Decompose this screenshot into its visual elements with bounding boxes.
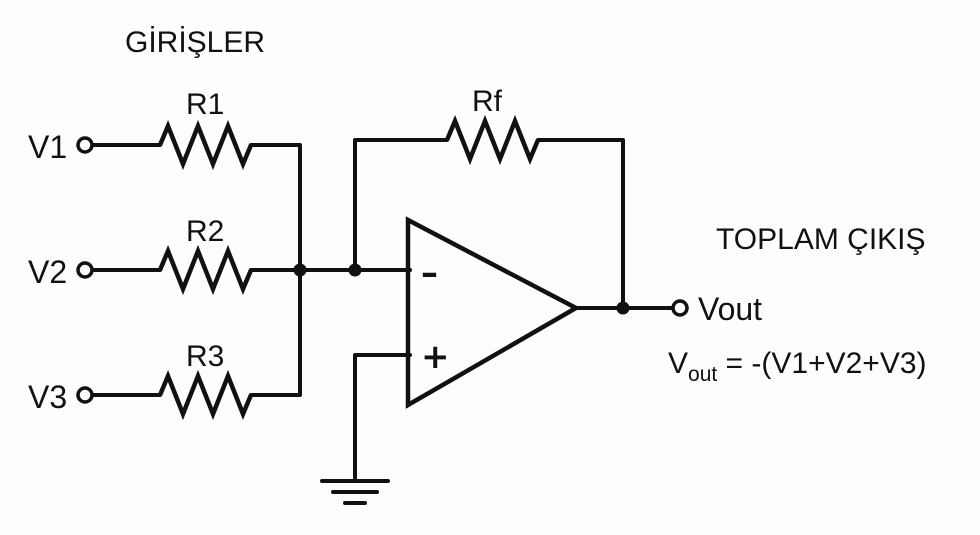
wire-r3-node: [249, 268, 302, 397]
opamp-triangle: [405, 216, 581, 409]
wire-noninverting-ground: [353, 353, 412, 482]
resistor-label-r3: R3: [186, 340, 224, 373]
input-terminal-label-3: V3: [28, 379, 67, 415]
input-branch-1: V1 R1: [28, 88, 302, 272]
resistor-rf: [444, 114, 541, 166]
input-terminal-label-2: V2: [28, 254, 67, 290]
formula-expression: = -(V1+V2+V3): [717, 347, 926, 380]
junction-dot-inputs: [293, 263, 307, 277]
formula-v: V: [668, 347, 688, 380]
junction-dot-feedback: [348, 263, 362, 277]
wire-feedback-left: [353, 138, 449, 272]
wire-r1-node: [249, 143, 302, 272]
resistor-label-r1: R1: [186, 88, 224, 121]
output-terminal[interactable]: [671, 299, 689, 317]
input-terminal-3[interactable]: [76, 386, 94, 404]
feedback-path: Rf: [353, 85, 625, 310]
resistor-r2: [157, 244, 254, 296]
ground-icon: [320, 479, 390, 505]
noninverting-input-sign: +: [421, 337, 450, 377]
junction-dot-output: [616, 301, 630, 315]
input-terminal-2[interactable]: [76, 261, 94, 279]
formula-subscript: out: [688, 363, 717, 386]
input-terminal-label-1: V1: [28, 129, 67, 165]
output-title: TOPLAM ÇIKIŞ: [716, 223, 926, 256]
resistor-r3: [157, 369, 254, 421]
inverting-input-sign: –: [421, 253, 438, 293]
resistor-label-r2: R2: [186, 215, 224, 248]
output-formula: Vout = -(V1+V2+V3): [668, 347, 927, 386]
resistor-label-rf: Rf: [472, 85, 503, 118]
output-terminal-label: Vout: [698, 291, 762, 327]
wire-feedback-right: [536, 138, 625, 310]
input-terminal-1[interactable]: [76, 136, 94, 154]
input-branch-2: V2 R2: [28, 215, 412, 296]
resistor-r1: [157, 119, 254, 171]
inputs-title: GİRİŞLER: [125, 26, 265, 59]
input-branch-3: V3 R3: [28, 268, 302, 421]
